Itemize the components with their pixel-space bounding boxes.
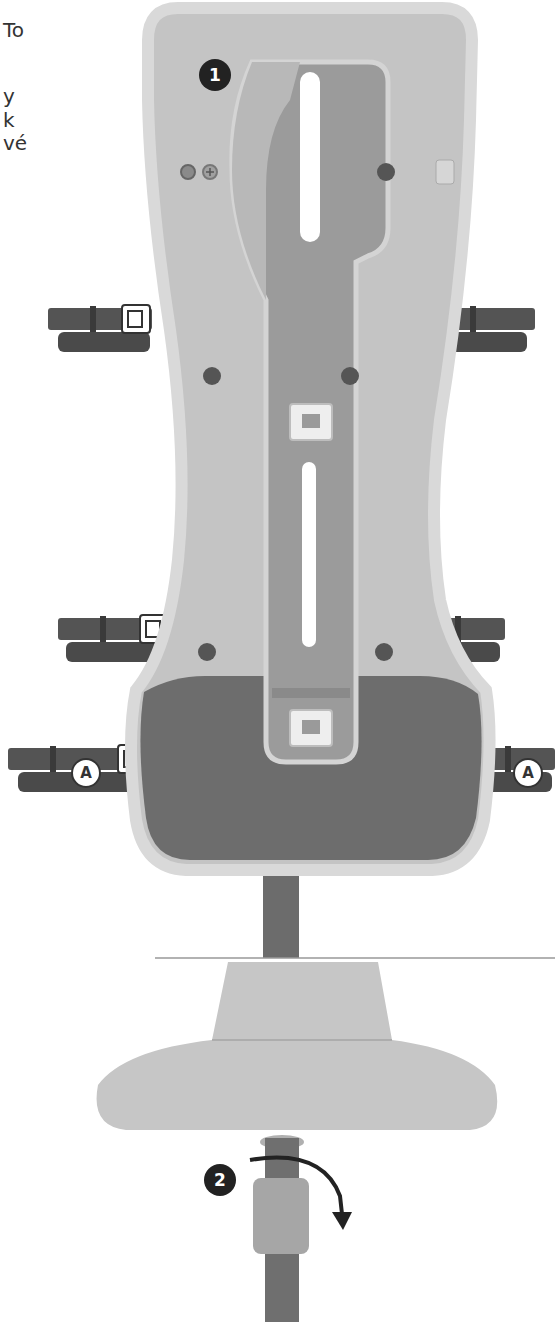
text-fragment: vé	[3, 131, 27, 155]
rivet-set	[181, 163, 395, 661]
mount-plate	[272, 404, 350, 746]
callout-number: 1	[199, 59, 231, 91]
brand-tag	[436, 160, 454, 184]
part-circle	[514, 759, 542, 787]
pole-collar	[253, 1178, 309, 1254]
part-circle	[72, 759, 100, 787]
base-housing	[97, 962, 498, 1130]
callout-number: 2	[204, 1164, 236, 1196]
callout-circle	[204, 1164, 236, 1196]
part-letter: A	[72, 759, 100, 787]
spine-panel	[232, 62, 388, 762]
text-fragment: y	[3, 84, 15, 108]
callout-circle	[199, 59, 231, 91]
rotation-arrow	[250, 1158, 342, 1214]
text-fragment: To	[3, 18, 24, 42]
part-letter: A	[514, 759, 542, 787]
text-fragment: k	[3, 108, 15, 132]
back-shell	[131, 8, 490, 870]
